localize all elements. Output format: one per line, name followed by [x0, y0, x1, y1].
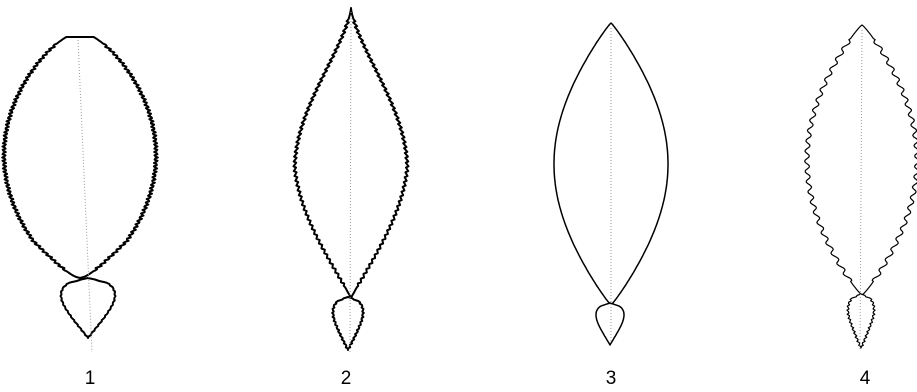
leaf-3: 3 — [553, 22, 669, 389]
leaf-4-blade — [804, 24, 917, 296]
leaf-2: 2 — [292, 7, 410, 389]
leaf-1: 1 — [1, 36, 159, 389]
leaf-1-label: 1 — [85, 368, 96, 389]
leaf-3-label: 3 — [606, 368, 617, 389]
leaf-1-midrib — [77, 39, 93, 353]
leaf-2-label: 2 — [341, 368, 352, 389]
leaf-2-base — [331, 296, 365, 351]
leaf-4: 4 — [804, 24, 917, 389]
leaf-4-label: 4 — [860, 368, 871, 389]
leaf-3-base — [595, 302, 625, 346]
leaf-1-base — [59, 277, 117, 339]
leaf-1-blade — [1, 36, 159, 279]
leaf-4-base — [846, 293, 876, 349]
